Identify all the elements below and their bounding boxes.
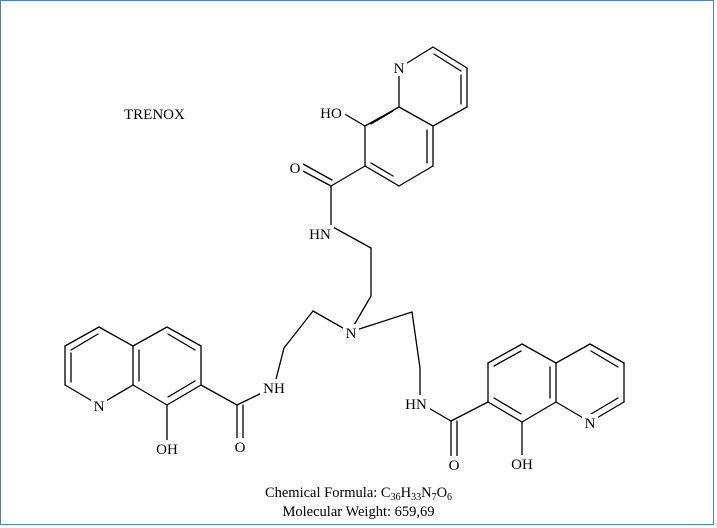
formula-c: C — [380, 485, 391, 501]
atom-o-top: O — [290, 161, 301, 177]
atom-n-ring-top: N — [394, 61, 405, 77]
formula-h: H — [400, 485, 412, 501]
formula-o-count: 6 — [447, 492, 453, 503]
atom-nh-left: NH — [263, 381, 285, 397]
compound-name: TRENOX — [124, 107, 185, 123]
right-amide-bond — [450, 401, 489, 422]
formula-n: N — [421, 485, 432, 501]
atom-o-right: O — [449, 458, 460, 474]
formula-h-count: 33 — [411, 492, 422, 503]
formula-o: O — [436, 485, 448, 501]
top-hydroxyl-bond — [342, 112, 366, 127]
right-benzene-ring — [487, 343, 557, 423]
right-quinoline-unit — [419, 343, 625, 459]
atom-oh-top: HO — [320, 106, 342, 122]
top-benzene-ring — [364, 106, 434, 187]
caption: Chemical Formula: C36H33N7O6 Molecular W… — [0, 484, 717, 522]
top-pyridine-ring — [398, 46, 468, 127]
atom-labels: N HO O HN N N NH OH O HN N OH O — [91, 59, 598, 474]
formula-c-count: 36 — [390, 492, 401, 503]
atom-oh-right: OH — [511, 457, 533, 473]
tren-backbone — [273, 225, 421, 404]
atom-oh-left: OH — [156, 442, 178, 458]
left-amide-bond — [200, 384, 238, 406]
formula-n-count: 7 — [431, 492, 437, 503]
atom-hn-top: HN — [309, 227, 331, 243]
left-pyridine-ring — [64, 326, 134, 406]
atom-n-ring-right: N — [585, 416, 596, 432]
right-pyridine-ring — [555, 343, 625, 423]
top-quinoline-unit — [300, 46, 468, 227]
atom-n-ring-left: N — [94, 399, 105, 415]
top-amide-bond — [330, 165, 366, 187]
atom-n-center: N — [346, 326, 357, 342]
left-benzene-ring — [132, 326, 202, 406]
molecular-weight: Molecular Weight: 659,69 — [282, 504, 435, 520]
formula-label: Chemical Formula: — [264, 485, 381, 501]
chemical-formula: Chemical Formula: C36H33N7O6 — [0, 484, 717, 503]
left-quinoline-unit — [64, 326, 275, 441]
top-carbonyl-bond — [300, 169, 332, 187]
atom-o-left: O — [235, 440, 246, 456]
atom-hn-right: HN — [405, 397, 427, 413]
